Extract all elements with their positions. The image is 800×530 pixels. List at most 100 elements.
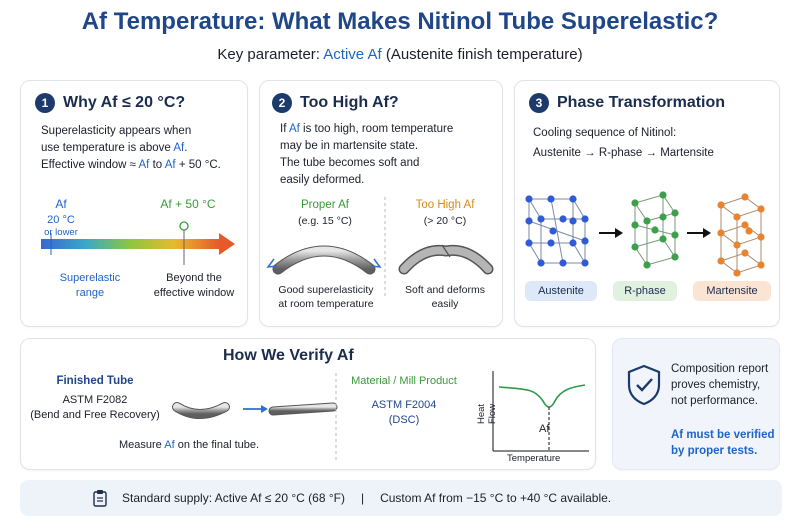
card-phase-title: Phase Transformation <box>557 94 726 111</box>
card-composition-note: Composition report proves chemistry, not… <box>612 338 780 470</box>
arrow-icon-1 <box>599 228 623 238</box>
high-line-3: The tube becomes soft and <box>280 157 420 169</box>
high-line-1-af: Af <box>288 123 300 135</box>
step-badge-1: 1 <box>35 93 55 113</box>
tube-recovery-illustration <box>172 402 338 419</box>
why-line-3-af2: Af <box>164 159 176 171</box>
card-why-af-text: Superelasticity appears when use tempera… <box>41 123 241 174</box>
card2-divider <box>384 197 386 297</box>
composition-note-text: Composition report proves chemistry, not… <box>671 361 768 409</box>
card-too-high-text: If Af is too high, room temperature may … <box>280 121 500 189</box>
beyond-line-1: Beyond the <box>166 272 222 284</box>
too-high-af-example: (> 20 °C) <box>423 215 467 227</box>
card-why-af-title: Why Af ≤ 20 °C? <box>63 94 186 111</box>
step-badge-3: 3 <box>529 93 549 113</box>
measure-suffix: on the final tube. <box>177 439 260 451</box>
dsc-x-label: Temperature <box>507 453 561 464</box>
gauge-af-label: Af <box>55 197 67 211</box>
verification-note: Af must be verified by proper tests. <box>671 427 775 459</box>
phase-line-1: Cooling sequence of Nitinol: <box>533 127 677 139</box>
finished-tube-standard: ASTM F2082 <box>62 394 128 406</box>
verify-title: How We Verify Af <box>223 347 354 364</box>
subtitle-suffix: (Austenite finish temperature) <box>385 46 583 63</box>
finished-tube-method: (Bend and Free Recovery) <box>30 409 160 421</box>
subtitle-highlight: Active Af <box>323 46 382 63</box>
card-phase-transformation: 3 Phase Transformation Cooling sequence … <box>514 80 780 327</box>
why-line-3: Effective window ≈ Af to Af + 50 °C. <box>41 157 241 174</box>
gauge-af-note: or lower <box>44 227 78 238</box>
card-too-high-title: Too High Af? <box>300 94 399 111</box>
material-label: Material / Mill Product <box>351 375 457 387</box>
why-line-3-af1: Af <box>138 159 150 171</box>
measure-af: Af <box>164 439 175 451</box>
high-line-1-suffix: is too high, room temperature <box>303 123 454 135</box>
beyond-line-2: effective window <box>153 287 235 299</box>
why-line-3-prefix: Effective window ≈ <box>41 159 136 171</box>
why-line-3-suffix: + 50 °C. <box>178 159 221 171</box>
note-line-2: proves chemistry, <box>671 379 761 391</box>
proper-af-example: (e.g. 15 °C) <box>298 215 352 227</box>
dsc-y-label: Heat Flow <box>476 403 498 424</box>
range-label-line-1: Superelastic <box>59 272 121 284</box>
proper-caption-line-2: at room temperature <box>278 298 374 310</box>
why-line-1: Superelasticity appears when <box>41 125 192 137</box>
too-high-af-caption: Soft and deforms easily <box>390 283 500 311</box>
too-high-af-label: Too High Af <box>415 199 475 211</box>
high-line-4: easily deformed. <box>280 174 365 186</box>
custom-af-text: Custom Af from −15 °C to +40 °C availabl… <box>380 491 612 505</box>
martensite-lattice-icon <box>719 196 763 274</box>
beyond-window-label: Beyond the effective window <box>139 271 249 301</box>
proper-caption-line-1: Good superelasticity <box>278 284 374 296</box>
step-badge-2: 2 <box>272 93 292 113</box>
card-verify-af: How We Verify Af Finished Tube ASTM F208… <box>20 338 596 470</box>
superelastic-range-label: Superelastic range <box>45 271 135 301</box>
high-caption-line-1: Soft and deforms <box>405 284 485 296</box>
card-phase-text: Cooling sequence of Nitinol: Austenite →… <box>533 123 773 163</box>
card-too-high-af: 2 Too High Af? If Af is too high, room t… <box>259 80 503 327</box>
high-line-1: If Af is too high, room temperature <box>280 121 500 138</box>
verify-divider <box>335 373 337 461</box>
why-line-2-prefix: use temperature is above <box>41 142 171 154</box>
dsc-curve-graph <box>492 371 589 452</box>
finished-tube-label: Finished Tube <box>56 375 134 387</box>
range-label-line-2: range <box>75 287 105 299</box>
proper-af-caption: Good superelasticity at room temperature <box>264 283 388 311</box>
kinked-tube-icon <box>398 244 494 275</box>
supply-footer: Standard supply: Active Af ≤ 20 °C (68 °… <box>20 480 782 516</box>
material-standard: ASTM F2004 <box>371 399 437 411</box>
phase-line-2: Austenite → R-phase → Martensite <box>533 147 714 159</box>
phase-label-r-phase: R-phase <box>613 281 677 301</box>
subtitle-prefix: Key parameter: <box>217 46 320 63</box>
card-too-high-header: 2 Too High Af? <box>272 93 399 113</box>
temperature-gradient-bar <box>41 221 235 265</box>
austenite-atoms <box>525 195 589 267</box>
phase-label-austenite: Austenite <box>525 281 597 301</box>
gauge-af50-label: Af + 50 °C <box>160 197 216 211</box>
card-why-af-header: 1 Why Af ≤ 20 °C? <box>35 93 185 113</box>
high-line-2: may be in martensite state. <box>280 140 419 152</box>
card-phase-header: 3 Phase Transformation <box>529 93 725 113</box>
note-line-1: Composition report <box>671 363 769 375</box>
why-line-2: use temperature is above Af. <box>41 140 241 157</box>
shield-check-icon <box>627 364 661 406</box>
clipboard-icon <box>93 490 107 507</box>
standard-supply-text: Standard supply: Active Af ≤ 20 °C (68 °… <box>122 491 345 505</box>
measure-note: Measure Af on the final tube. <box>119 439 259 451</box>
why-line-2-af: Af <box>173 142 185 154</box>
high-caption-line-2: easily <box>431 298 459 310</box>
page-title: Af Temperature: What Makes Nitinol Tube … <box>81 8 719 35</box>
card-why-af: 1 Why Af ≤ 20 °C? Superelasticity appear… <box>20 80 248 327</box>
why-line-3-mid: to <box>152 159 163 171</box>
high-line-1-prefix: If <box>280 123 287 135</box>
proper-af-label: Proper Af <box>301 199 349 211</box>
dsc-af-marker: Af <box>539 423 550 435</box>
why-line-2-suffix: . <box>184 142 188 154</box>
r-phase-atoms <box>631 191 679 269</box>
curved-tube-proper-icon <box>266 245 382 275</box>
gauge-af-value: 20 °C <box>47 214 75 226</box>
footer-separator: | <box>360 491 365 505</box>
phase-label-martensite: Martensite <box>693 281 771 301</box>
arrow-icon-2 <box>687 228 711 238</box>
crystal-lattice-diagram <box>525 191 765 277</box>
material-method: (DSC) <box>388 414 420 426</box>
